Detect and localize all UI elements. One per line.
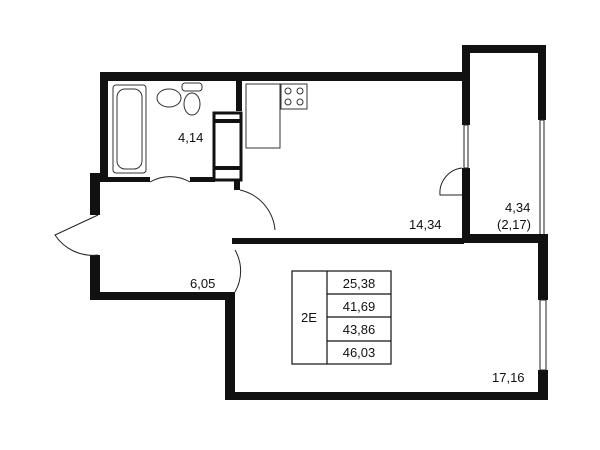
sink-icon [156,88,182,108]
burner [296,98,304,106]
shaft-band [214,119,241,123]
stove-icon [280,83,308,110]
hall-left-wall-lower [90,255,100,300]
balcony-partition-lower [462,168,470,242]
walls [90,45,548,400]
bedroom-right-wall-upper [538,240,548,300]
burner [284,87,292,95]
bathtub-inner [116,88,143,170]
room-labels: 4,14 14,34 4,34 (2,17) 6,05 17,16 [178,130,531,385]
shaft-stub [234,180,240,190]
hall-left-wall-upper [90,173,100,215]
table-value: 43,86 [343,322,376,337]
table-value: 41,69 [343,299,376,314]
balcony-window [463,124,469,169]
balcony-top-wall [462,45,546,53]
bedroom-window [539,299,547,371]
table-value: 46,03 [343,345,376,360]
bedroom-right-wall-lower [538,370,548,400]
fixtures [112,82,308,174]
entrance-door-arc [54,214,99,256]
bathroom-right-wall [236,81,242,111]
hall-area-label: 6,05 [190,276,215,291]
balcony-bottom-wall [462,234,548,243]
balcony-reduced-area-label: (2,17) [497,217,531,232]
burner [284,98,292,106]
table-value: 25,38 [343,276,376,291]
top-wall [100,72,470,81]
bedroom-door-arc [234,249,242,293]
bedroom-partition [232,238,464,244]
bedroom-area-label: 17,16 [492,370,525,385]
hall-bottom-wall [90,292,235,300]
bottom-wall [225,392,548,400]
shaft-band [214,166,241,170]
bathroom-bottom-wall-left [100,177,150,182]
balcony-area-label: 4,34 [505,200,530,215]
doors [54,167,463,293]
bathroom-bottom-wall-right [190,177,215,182]
balcony-glazing [539,119,545,236]
kitchen-door-arc [239,189,276,231]
bathroom-area-label: 4,14 [178,130,203,145]
kitchen-living-area-label: 14,34 [409,217,442,232]
bathroom-left-wall [100,72,108,180]
summary-table: 2E 25,38 41,69 43,86 46,03 [291,270,392,365]
toilet-icon [183,92,201,116]
kitchen-counter [245,83,281,149]
toilet-tank-icon [181,82,203,92]
burner [296,87,304,95]
balcony-right-wall [538,45,546,120]
balcony-door-arc [439,167,463,196]
apartment-type: 2E [301,310,317,325]
bedroom-left-wall [225,292,235,400]
balcony-partition-upper [462,45,470,125]
bathroom-door-arc [149,176,191,183]
